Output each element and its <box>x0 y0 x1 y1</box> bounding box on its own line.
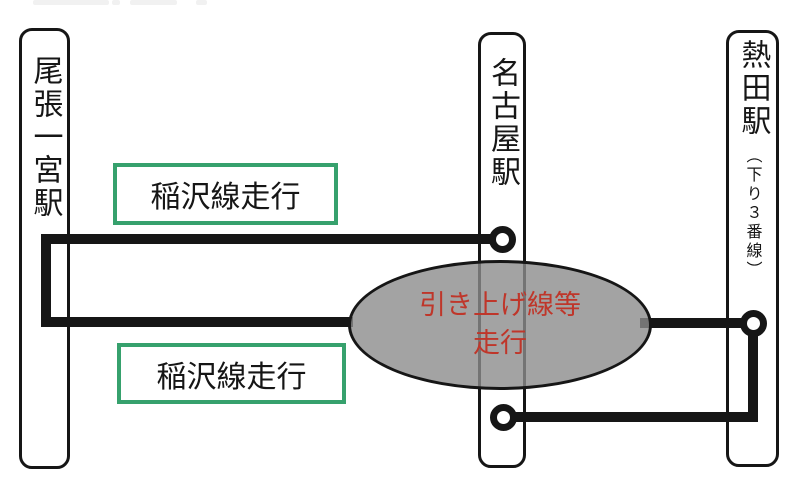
route-line-to-atsuta <box>640 318 744 328</box>
route-line-upper-inazawa <box>41 234 491 244</box>
station-name-with-track-note: 熱田駅 （下り３番線） <box>735 33 771 464</box>
inazawa-line-label-text: 稲沢線走行 <box>150 180 301 215</box>
route-line-lower-inazawa <box>41 317 353 327</box>
inazawa-line-label-upper: 稲沢線走行 <box>113 163 338 225</box>
cropped-text-artifact <box>33 0 109 5</box>
stop-node-atsuta <box>740 310 767 337</box>
route-line-turnback-atsuta <box>748 328 758 422</box>
station-name: 尾張一宮駅 <box>27 55 63 220</box>
station-name: 熱田駅 <box>735 39 771 138</box>
stop-node-nagoya-upper <box>489 226 516 253</box>
route-line-turnback-owari <box>41 234 51 327</box>
pullup-track-area: 引き上げ線等 走行 <box>348 260 652 390</box>
station-owari-ichinomiya: 尾張一宮駅 <box>19 28 70 469</box>
stop-node-nagoya-lower <box>490 404 517 431</box>
inazawa-line-label-lower: 稲沢線走行 <box>117 343 346 404</box>
pullup-track-label-line1: 引き上げ線等 <box>419 290 581 321</box>
cropped-text-artifact <box>130 0 177 5</box>
inazawa-line-label-text: 稲沢線走行 <box>156 359 307 395</box>
cropped-text-artifact <box>112 0 120 5</box>
pullup-track-label-line2: 走行 <box>473 328 527 359</box>
track-note: （下り３番線） <box>743 147 763 280</box>
station-name: 名古屋駅 <box>485 57 520 189</box>
route-line-bottom <box>514 412 758 422</box>
cropped-text-artifact <box>196 0 207 5</box>
